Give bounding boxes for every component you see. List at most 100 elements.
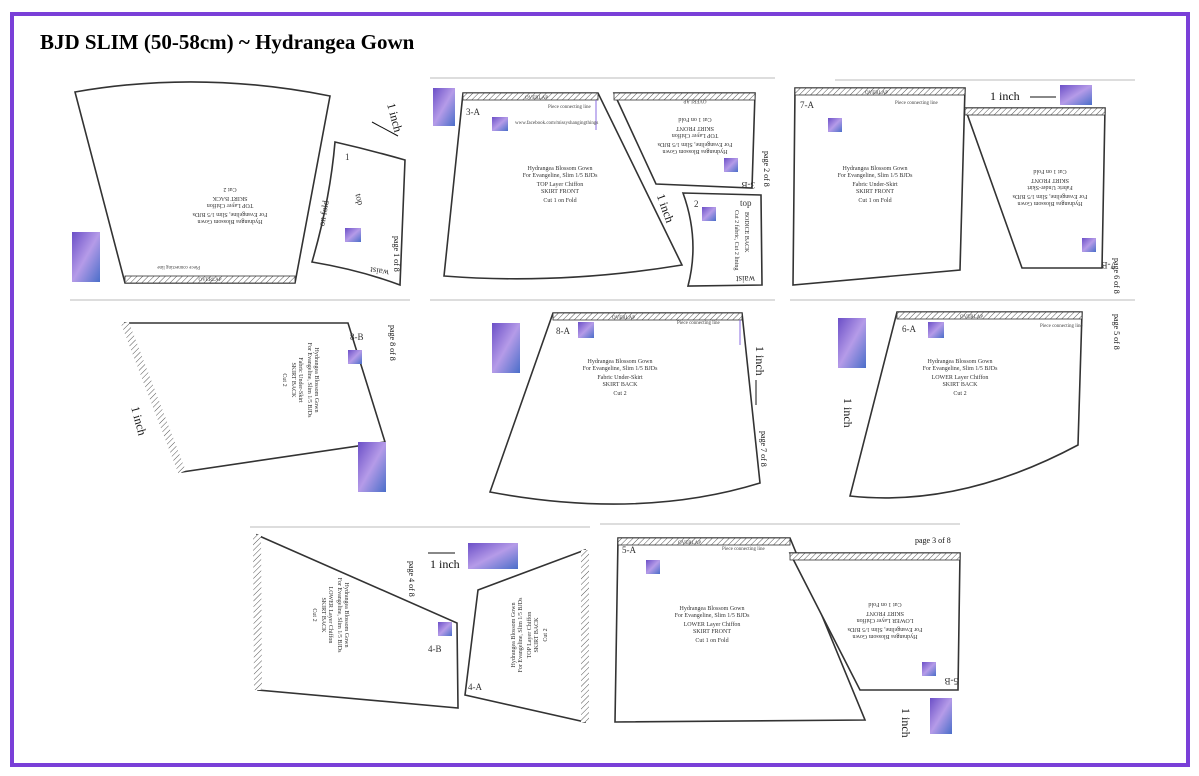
common-doll-text: For Evangeline, Slim 1/5 BJDs — [192, 211, 267, 217]
common-connect-text: Piece connecting line — [722, 547, 766, 552]
pieces-a7-part-text: SKIRT FRONT — [856, 189, 894, 195]
common-waist-text: waist — [369, 265, 390, 278]
common-overlap-text: OVERLAP — [960, 315, 983, 320]
pieces-p1-layer-text: TOP Layer Chiffon — [207, 202, 254, 209]
pages-p8-text: page 8 of 8 — [388, 325, 397, 361]
common-connect-text: Piece connecting line — [1040, 324, 1084, 329]
page-3-panel: OVERLAP Piece connecting line 5-A Hydran… — [614, 536, 961, 738]
pieces-a8-part-text: SKIRT BACK — [290, 362, 296, 398]
rect-mark — [438, 622, 452, 636]
scan-rules — [70, 77, 1135, 528]
pieces-b7-cut-text: Cut 1 on Fold — [1033, 168, 1066, 174]
rect-mark — [930, 698, 952, 734]
skirt-back-piece-1 — [74, 81, 331, 284]
common-overlap-text: OVERLAP — [865, 91, 888, 96]
rect-mark — [789, 552, 961, 561]
common-doll-text: For Evangeline, Slim 1/5 BJDs — [583, 366, 658, 372]
rect-mark — [1082, 238, 1096, 252]
common-top-text: top — [353, 192, 366, 206]
pieces-b8-id-text: 8-A — [556, 326, 570, 336]
common-doll-text: For Evangeline, Slim 1/5 BJDs — [657, 141, 732, 147]
common-inch-text: 1 inch — [128, 405, 149, 437]
pieces-a7-cut-text: Cut 1 on Fold — [858, 198, 891, 204]
common-gown-text: Hydrangea Blossom Gown — [853, 633, 918, 639]
top-chiffon-back-piece-4a — [464, 548, 586, 723]
bodice-piece-1 — [310, 141, 406, 287]
common-fold-text: on fold — [316, 199, 330, 227]
pieces-a5-layer-text: LOWER Layer Chiffon — [684, 621, 741, 628]
rect-mark — [552, 312, 743, 321]
pieces-b3-id-text: 3-B — [742, 180, 756, 190]
pieces-a8-id-text: 8-B — [350, 332, 364, 342]
pieces-a3-part-text: SKIRT FRONT — [541, 189, 579, 195]
rect-mark — [702, 207, 716, 221]
pages-p4-text: page 4 of 8 — [407, 561, 416, 597]
rect-mark — [124, 275, 296, 284]
g-mark: Hydrangea Blossom Gown For Evangeline, S… — [847, 601, 958, 686]
rect-mark — [1060, 85, 1092, 105]
rect-mark — [617, 537, 791, 546]
purple-frame — [10, 12, 1190, 767]
common-gown-text: Hydrangea Blossom Gown — [928, 359, 993, 365]
lower-chiffon-back-piece-6a — [848, 311, 1083, 499]
pieces-b8-layer-text: Fabric Under-Skirt — [597, 375, 643, 381]
rect-mark — [794, 87, 966, 96]
common-connect-text: Piece connecting line — [156, 264, 200, 269]
pieces-a4-part-text: SKIRT BACK — [320, 597, 326, 633]
line-mark — [121, 321, 186, 474]
common-top-text: top — [740, 198, 752, 208]
underskirt-back-piece-8 — [123, 322, 387, 473]
page-1-panel: OVERLAP Piece connecting line Hydrangea … — [72, 81, 406, 287]
common-gown-text: Hydrangea Blossom Gown — [843, 166, 908, 172]
pieces-b5-cut-text: Cut 1 on Fold — [868, 601, 901, 607]
common-gown-text: Hydrangea Blossom Gown — [588, 359, 653, 365]
common-doll-text: For Evangeline, Slim 1/5 BJDs — [518, 597, 524, 672]
rect-mark — [468, 543, 518, 569]
rect-mark — [922, 662, 936, 676]
common-overlap-text: OVERLAP — [612, 316, 635, 321]
common-connect-text: Piece connecting line — [895, 101, 939, 106]
pieces-a6-layer-text: LOWER Layer Chiffon — [932, 374, 989, 381]
g-mark: Hydrangea Blossom Gown For Evangeline, S… — [192, 186, 267, 224]
common-overlap-text: OVERLAP — [198, 278, 221, 283]
hydrangea-logo — [345, 228, 361, 242]
common-doll-text: For Evangeline, Slim 1/5 BJDs — [838, 173, 913, 179]
common-overlap-text: OVERLAP — [683, 98, 706, 103]
rect-mark — [492, 117, 508, 131]
page-8-panel: Hydrangea Blossom Gown For Evangeline, S… — [121, 321, 397, 492]
pieces-b3-part-text: SKIRT FRONT — [676, 125, 714, 131]
rect-mark — [613, 92, 756, 101]
common-gown-text: Hydrangea Blossom Gown — [313, 348, 319, 413]
pieces-b4-id-text: 4-A — [468, 682, 482, 692]
g-mark: Hydrangea Blossom Gown For Evangeline, S… — [1012, 168, 1115, 270]
common-inch-text: 1 inch — [899, 708, 913, 738]
common-waist-text: waist — [736, 274, 755, 284]
common-gown-text: Hydrangea Blossom Gown — [680, 606, 745, 612]
pieces-b5-layer-text: LOWER Layer Chiffon — [857, 617, 914, 624]
common-inch-text: 1 inch — [384, 101, 405, 133]
pages-p6-text: page 6 of 8 — [1112, 258, 1121, 294]
pieces-b5-id-text: 5-B — [945, 676, 959, 686]
page-2-panel: OVERLAP Piece connecting line 3-A www.fa… — [433, 88, 771, 287]
rect-mark — [433, 88, 455, 126]
pieces-b8-cut-text: Cut 2 — [613, 391, 626, 397]
rect-mark — [348, 350, 362, 364]
pieces-a4-id-text: 4-B — [428, 644, 442, 654]
common-doll-text: For Evangeline, Slim 1/5 BJDs — [523, 173, 598, 179]
common-doll-text: For Evangeline, Slim 1/5 BJDs — [306, 343, 312, 418]
line-mark — [253, 534, 262, 691]
rect-mark — [462, 92, 599, 101]
underskirt-back-piece-8a — [488, 312, 761, 505]
pieces-a6-cut-text: Cut 2 — [953, 391, 966, 397]
common-gown-text: Hydrangea Blossom Gown — [528, 166, 593, 172]
pieces-a4-layer-text: LOWER Layer Chiffon — [327, 587, 334, 644]
common-inch-text: 1 inch — [753, 346, 767, 376]
common-gown-text: Hydrangea Blossom Gown — [198, 218, 263, 224]
pieces-a8-cut-text: Cut 2 — [281, 373, 287, 386]
pieces-b7-layer-text: Fabric Under-Skirt — [1027, 184, 1073, 190]
common-gown-text: Hydrangea Blossom Gown — [663, 148, 728, 154]
rect-mark — [646, 560, 660, 574]
g-mark: Hydrangea Blossom Gown For Evangeline, S… — [281, 343, 319, 418]
pieces-a5-part-text: SKIRT FRONT — [693, 629, 731, 635]
